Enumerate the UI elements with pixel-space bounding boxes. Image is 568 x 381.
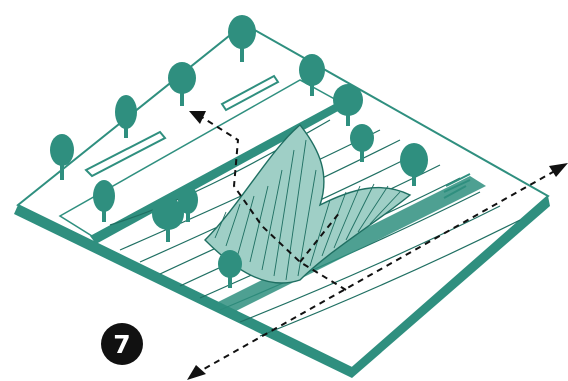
tree-icon <box>333 84 363 126</box>
terrain-front-edge <box>14 205 352 378</box>
tree-icon <box>152 198 184 242</box>
tree-icon <box>50 134 74 180</box>
tree-icon <box>115 95 137 138</box>
route-arrows <box>194 115 561 375</box>
walkway-edge <box>90 102 340 244</box>
tree-icon <box>168 62 196 106</box>
tree-icon <box>228 15 256 62</box>
route-upward <box>199 115 347 291</box>
arrow-icon <box>187 111 568 380</box>
tree-icon <box>299 54 325 96</box>
bench-icon <box>84 74 471 199</box>
terrain-side-edge <box>352 196 550 378</box>
hatched-hollow <box>204 124 412 284</box>
tree-icon <box>178 186 198 222</box>
tree-icon <box>350 124 374 162</box>
route-long-diagonal <box>194 167 561 375</box>
tree-icon <box>400 143 428 186</box>
tree-group <box>50 15 428 288</box>
tree-icon <box>93 180 115 222</box>
tree-icon <box>218 250 242 288</box>
step-number-badge: 7 <box>101 323 143 365</box>
